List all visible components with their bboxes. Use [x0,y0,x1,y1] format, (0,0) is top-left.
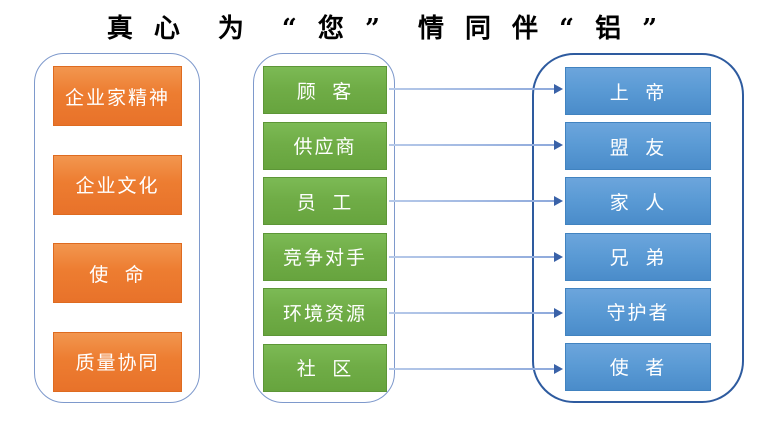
stakeholder-box-community: 社 区 [263,343,387,392]
arrow-competitor-to-brother-icon [389,252,563,262]
stakeholder-box-environment: 环境资源 [263,288,387,337]
value-box-quality-synergy: 质量协同 [53,331,182,392]
arrow-supplier-to-ally-icon [389,140,563,150]
role-box-guardian: 守护者 [565,287,711,336]
stakeholder-box-customer: 顾 客 [263,66,387,114]
value-box-entrepreneur-spirit: 企业家精神 [53,66,182,126]
stakeholder-box-employee: 员 工 [263,177,387,226]
roles-panel: 上 帝 盟 友 家 人 兄 弟 守护者 使 者 [532,53,744,403]
arrow-customer-to-god-icon [389,84,563,94]
role-box-brother: 兄 弟 [565,232,711,281]
role-box-messenger: 使 者 [565,342,711,391]
arrow-community-to-messenger-icon [389,364,563,374]
role-box-family: 家 人 [565,177,711,226]
page-title: 真 心 为 “ 您 ” 情 同 伴 “ 铝 ” [106,14,664,44]
value-box-mission: 使 命 [53,243,182,304]
values-panel: 企业家精神 企业文化 使 命 质量协同 [34,53,200,403]
arrow-environment-to-guardian-icon [389,308,563,318]
value-box-corporate-culture: 企业文化 [53,154,182,215]
role-box-god: 上 帝 [565,67,711,115]
arrow-employee-to-family-icon [389,196,563,206]
role-box-ally: 盟 友 [565,122,711,171]
stakeholder-box-competitor: 竞争对手 [263,232,387,281]
stakeholder-box-supplier: 供应商 [263,121,387,170]
stakeholders-panel: 顾 客 供应商 员 工 竞争对手 环境资源 社 区 [253,53,395,403]
